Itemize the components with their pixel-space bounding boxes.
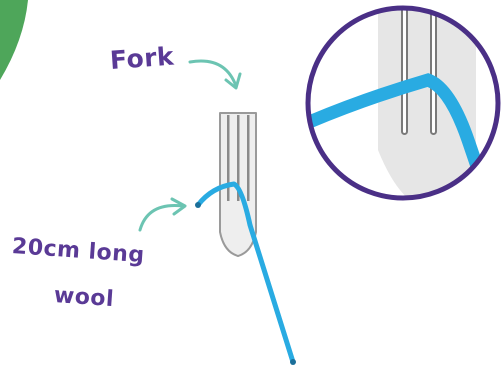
fork-tine-gap <box>227 115 230 201</box>
fork-tine-gap <box>237 115 240 201</box>
wool-strand <box>195 181 296 365</box>
wool-pointer-arrow-icon <box>138 197 187 232</box>
zoom-tine-gap <box>401 8 408 135</box>
fork-tine-gap <box>247 115 250 201</box>
zoom-circle-icon <box>305 5 501 201</box>
zoom-tine-gap <box>430 8 437 135</box>
wool-label-line2: wool <box>53 283 115 313</box>
fork-pointer-arrow-icon <box>188 59 242 90</box>
fork-label: Fork <box>108 41 176 75</box>
corner-decoration <box>0 0 28 80</box>
